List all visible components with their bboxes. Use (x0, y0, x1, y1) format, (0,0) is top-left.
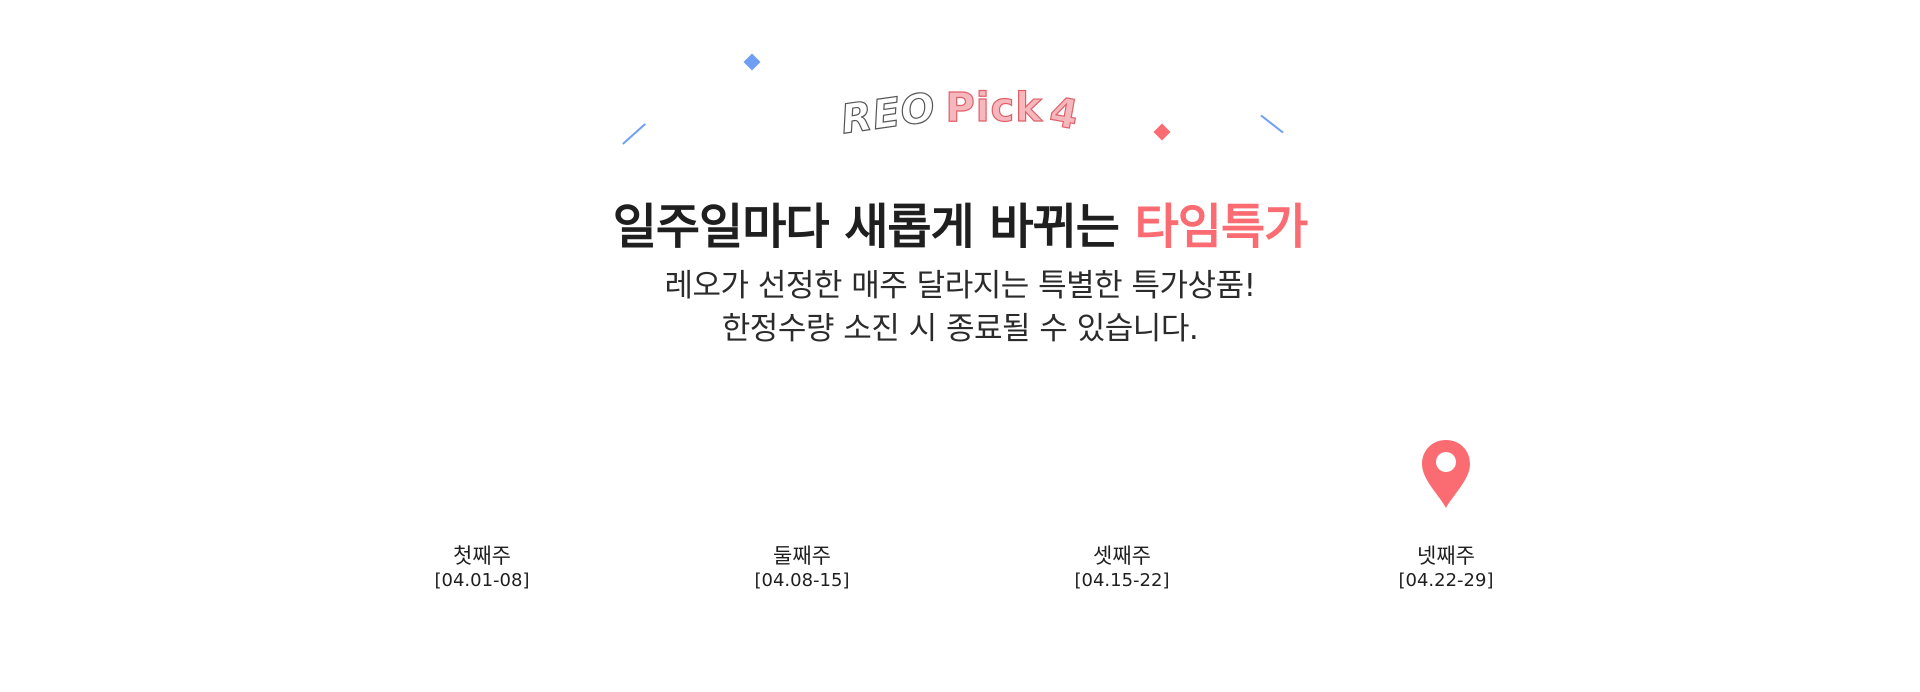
subtitle-line-2: 한정수량 소진 시 종료될 수 있습니다. (721, 311, 1199, 347)
week-label: 셋째주 (1093, 544, 1151, 568)
week-tab-4[interactable]: 넷째주 [04.22-29] (1336, 543, 1556, 593)
page-title: 일주일마다 새롭게 바뀌는 타임특가 (0, 198, 1920, 256)
headline-main: 일주일마다 새롭게 바뀌는 (612, 199, 1135, 255)
week-label: 둘째주 (773, 544, 831, 568)
location-pin-icon (1422, 440, 1470, 508)
blue-diamond-decoration (743, 53, 761, 71)
headline-accent: 타임특가 (1134, 199, 1309, 255)
logo-number: 4 (1045, 88, 1083, 140)
week-label: 첫째주 (453, 544, 511, 568)
subtitle-line-1: 레오가 선정한 매주 달라지는 특별한 특가상품! (664, 268, 1256, 304)
week-date: [04.01-08] (434, 570, 530, 591)
week-date: [04.08-15] (754, 570, 850, 591)
week-date: [04.15-22] (1074, 570, 1170, 591)
week-tab-3[interactable]: 셋째주 [04.15-22] (1012, 543, 1232, 593)
week-date: [04.22-29] (1398, 570, 1494, 591)
logo-word-reo: REO (838, 84, 940, 144)
logo-word-pick: Pick (945, 85, 1043, 131)
week-tab-1[interactable]: 첫째주 [04.01-08] (372, 543, 592, 593)
subtitle: 레오가 선정한 매주 달라지는 특별한 특가상품! 한정수량 소진 시 종료될 … (0, 265, 1920, 351)
week-label: 넷째주 (1417, 544, 1475, 568)
week-tab-2[interactable]: 둘째주 [04.08-15] (692, 543, 912, 593)
